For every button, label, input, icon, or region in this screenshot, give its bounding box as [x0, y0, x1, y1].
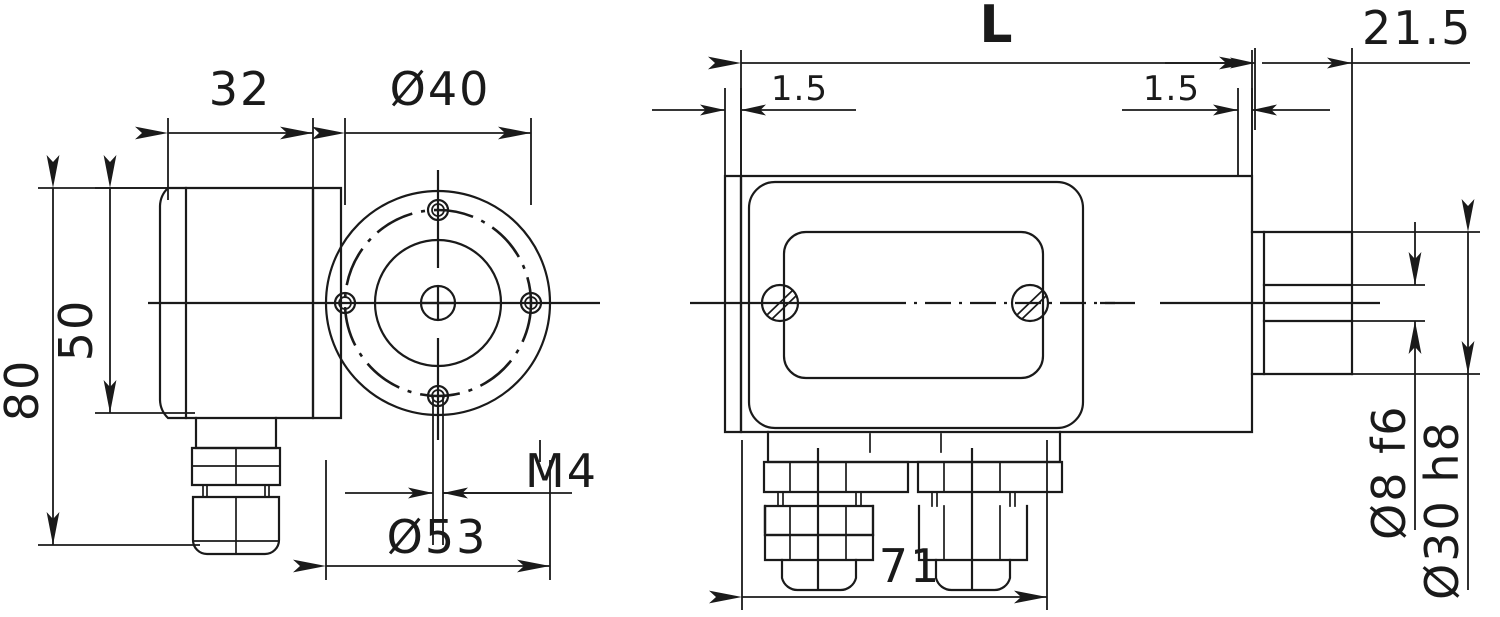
dimension-gap-right-1-5: 1.5: [1122, 69, 1330, 176]
dimension-body-width-71: 71: [709, 440, 1048, 610]
connector-housing-inner: [782, 230, 1045, 380]
gland-hex-profile: [190, 446, 282, 487]
dim-label-dia-30: Ø30 h8: [1415, 420, 1469, 600]
gland-thread-stub: [202, 484, 270, 498]
leader-m4-thread: M4: [443, 440, 598, 498]
right-view-body-rect: [739, 174, 1254, 434]
dimension-bolt-circle-53: Ø53: [293, 396, 551, 580]
dim-label-1-5-right: 1.5: [1143, 69, 1200, 109]
dim-label-m4: M4: [525, 444, 598, 498]
dim-label-dia-40: Ø40: [390, 62, 491, 116]
dim-label-L: L: [979, 0, 1012, 55]
connector-housing-outer: [747, 180, 1085, 430]
dimension-flange-dia-40: Ø40: [312, 62, 532, 205]
gland-base-plate: [766, 430, 1062, 464]
dimension-shaft-dia-30: Ø30 h8: [1352, 199, 1480, 600]
dimension-width-32: 32: [135, 62, 314, 200]
cable-gland-left: [762, 448, 910, 592]
front-view-flange: [324, 170, 552, 440]
dimension-shaft-dia-8: Ø8 f6: [1352, 222, 1425, 540]
mounting-hole-right: [519, 291, 543, 315]
dim-label-1-5-left: 1.5: [771, 69, 828, 109]
mounting-hole-left: [333, 291, 357, 315]
dim-label-80: 80: [0, 359, 49, 422]
dimension-shaft-length-21-5: 21.5: [1165, 1, 1472, 232]
dim-label-50: 50: [49, 299, 103, 362]
side-view-right: [690, 174, 1380, 592]
dimension-gap-left-1-5: 1.5: [652, 69, 856, 176]
dim-label-dia-8: Ø8 f6: [1362, 404, 1416, 540]
dim-label-32: 32: [209, 62, 272, 116]
dim-label-21-5: 21.5: [1362, 1, 1472, 55]
cable-gland-right: [916, 448, 1064, 592]
dim-label-71: 71: [879, 539, 942, 593]
dim-label-dia-53: Ø53: [387, 510, 488, 564]
dimension-height-50: 50: [49, 155, 195, 414]
gland-neck-profile: [194, 416, 278, 450]
dimension-height-80: 80: [0, 155, 200, 546]
